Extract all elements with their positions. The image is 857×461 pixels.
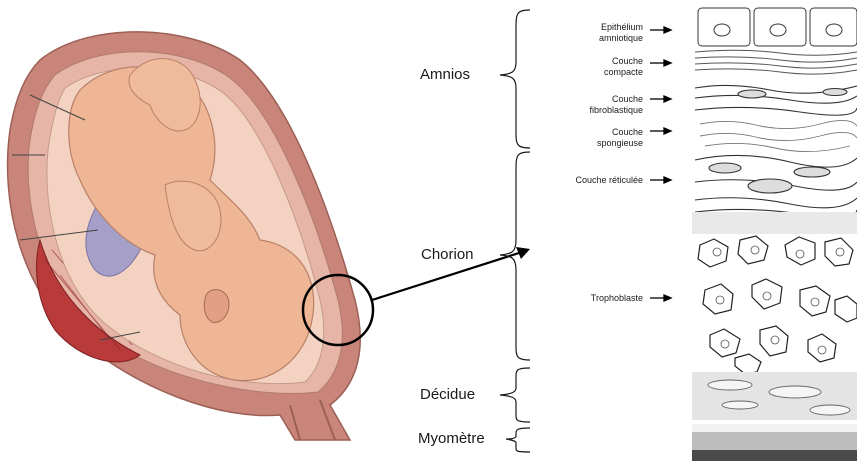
spongy-layer [700, 120, 857, 151]
label-epithelium: Epithélium amniotique [548, 22, 643, 44]
brace-amnios [500, 10, 530, 148]
reticular-fade [692, 212, 857, 234]
fibroblast-layer [695, 85, 857, 115]
brace-decidue [500, 368, 530, 422]
decidua-layer [692, 372, 857, 420]
layer-arrows [650, 27, 671, 301]
reticular-layer [695, 155, 857, 217]
trophoblast-layer [698, 236, 857, 374]
label-spongieuse: Couche spongieuse [548, 127, 643, 149]
myometrium-base [692, 450, 857, 461]
brace-chorion [500, 152, 530, 360]
label-reticulee: Couche réticulée [548, 175, 643, 186]
brace-myometre [506, 428, 530, 452]
label-decidue: Décidue [420, 386, 475, 403]
myometrium-band [692, 432, 857, 450]
label-myometre: Myomètre [418, 430, 485, 447]
myometrium-light [692, 424, 857, 432]
label-trophoblaste: Trophoblaste [548, 293, 643, 304]
compact-layer [695, 50, 857, 74]
region-braces [500, 10, 530, 452]
label-amnios: Amnios [420, 66, 470, 83]
label-chorion: Chorion [421, 246, 474, 263]
tissue-column [692, 8, 857, 461]
uterus-illustration [8, 32, 530, 440]
label-fibroblastique: Couche fibroblastique [548, 94, 643, 116]
epithelium-layer [698, 8, 857, 46]
label-compacte: Couche compacte [548, 56, 643, 78]
